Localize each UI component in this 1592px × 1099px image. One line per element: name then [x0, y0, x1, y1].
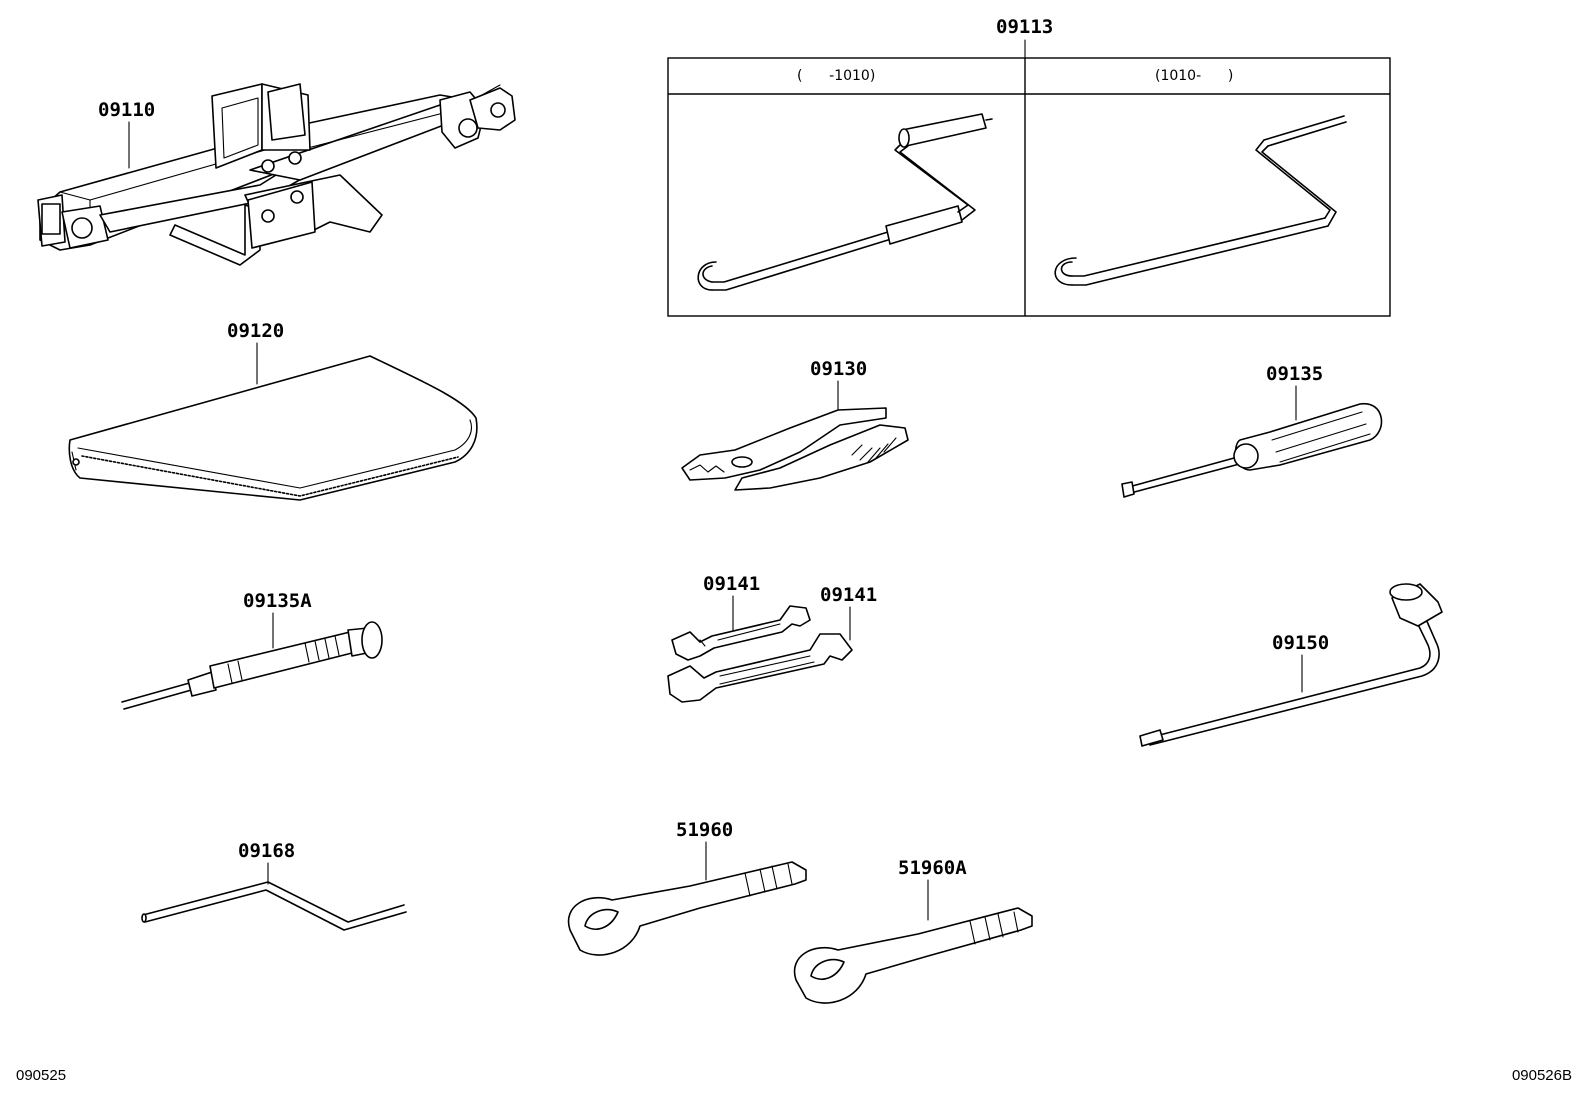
variant-label-left: ( -1010)	[797, 68, 875, 84]
drawing-code-left: 090525	[16, 1067, 66, 1084]
tool-bag-illustration[interactable]	[68, 355, 478, 501]
part-number-wrench-small[interactable]: 09141	[703, 573, 760, 595]
tie-bolt-illustration[interactable]	[567, 861, 807, 956]
handle-variant-table	[667, 57, 1391, 317]
part-number-tie-bolt-alt[interactable]: 51960A	[898, 857, 967, 879]
part-number-crank-rod[interactable]: 09168	[238, 840, 295, 862]
crank-rod-illustration[interactable]	[141, 881, 407, 931]
part-number-screwdriver[interactable]: 09135	[1266, 363, 1323, 385]
jack-handle-left-illustration[interactable]	[697, 113, 993, 291]
precision-screwdriver-illustration[interactable]	[121, 621, 383, 710]
open-end-wrench-large-illustration[interactable]	[667, 633, 853, 703]
part-number-wrench-large[interactable]: 09141	[820, 584, 877, 606]
part-number-tie-bolt[interactable]: 51960	[676, 819, 733, 841]
jack-handle-right-illustration[interactable]	[1054, 115, 1347, 286]
lug-wrench-illustration[interactable]	[1139, 583, 1443, 747]
variant-label-right: (1010- )	[1155, 68, 1233, 84]
part-number-lug-wrench[interactable]: 09150	[1272, 632, 1329, 654]
part-number-pliers[interactable]: 09130	[810, 358, 867, 380]
tie-bolt-alt-illustration[interactable]	[793, 907, 1033, 1004]
part-number-tool-bag[interactable]: 09120	[227, 320, 284, 342]
part-number-handle-kit[interactable]: 09113	[996, 16, 1053, 38]
open-end-wrench-small-illustration[interactable]	[671, 605, 811, 661]
drawing-code-right: 090526B	[1512, 1067, 1572, 1084]
screwdriver-illustration[interactable]	[1121, 403, 1383, 498]
pliers-illustration[interactable]	[681, 407, 909, 491]
part-number-screwdriver-alt[interactable]: 09135A	[243, 590, 312, 612]
scissor-jack-illustration[interactable]	[37, 83, 516, 266]
part-number-jack[interactable]: 09110	[98, 99, 155, 121]
